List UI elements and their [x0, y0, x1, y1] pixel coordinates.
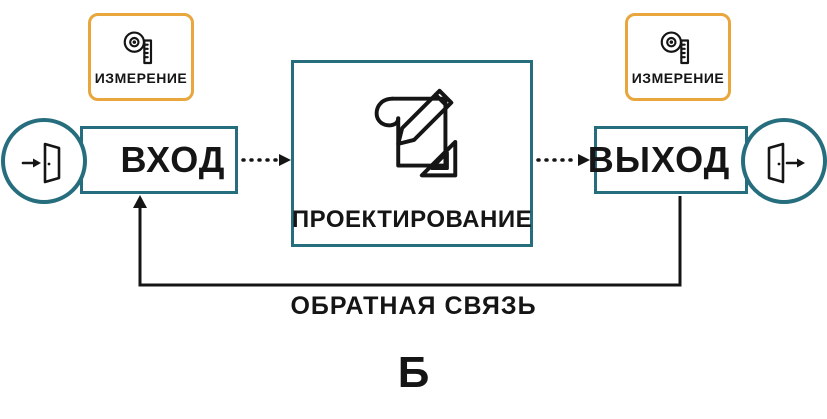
- process-box: ПРОЕКТИРОВАНИЕ: [291, 60, 533, 247]
- door-enter-icon: [21, 142, 61, 184]
- output-box: ВЫХОД: [588, 126, 748, 194]
- input-label: ВХОД: [120, 139, 226, 180]
- process-icon-wrap: [353, 63, 471, 206]
- tape-measure-icon: [123, 31, 153, 65]
- feedback-label: ОБРАТНАЯ СВЯЗЬ: [290, 292, 537, 320]
- door-exit-icon: [767, 142, 805, 184]
- blueprint-pencil-ruler-icon: [374, 88, 458, 177]
- measurement-box-left: ИЗМЕРЕНИЕ: [88, 13, 194, 101]
- input-door-badge: [1, 118, 87, 204]
- output-label: ВЫХОД: [587, 139, 731, 180]
- tape-measure-icon: [660, 31, 690, 65]
- measurement-label-right: ИЗМЕРЕНИЕ: [631, 70, 725, 86]
- arrowhead-up-feedback: [133, 195, 147, 208]
- measurement-label-left: ИЗМЕРЕНИЕ: [94, 70, 188, 86]
- arrowhead-right-1: [279, 154, 291, 166]
- input-box: ВХОД: [80, 126, 238, 194]
- figure-caption: Б: [397, 348, 430, 397]
- output-door-badge: [741, 118, 827, 204]
- measurement-box-right: ИЗМЕРЕНИЕ: [625, 13, 731, 101]
- process-label: ПРОЕКТИРОВАНИЕ: [291, 206, 533, 233]
